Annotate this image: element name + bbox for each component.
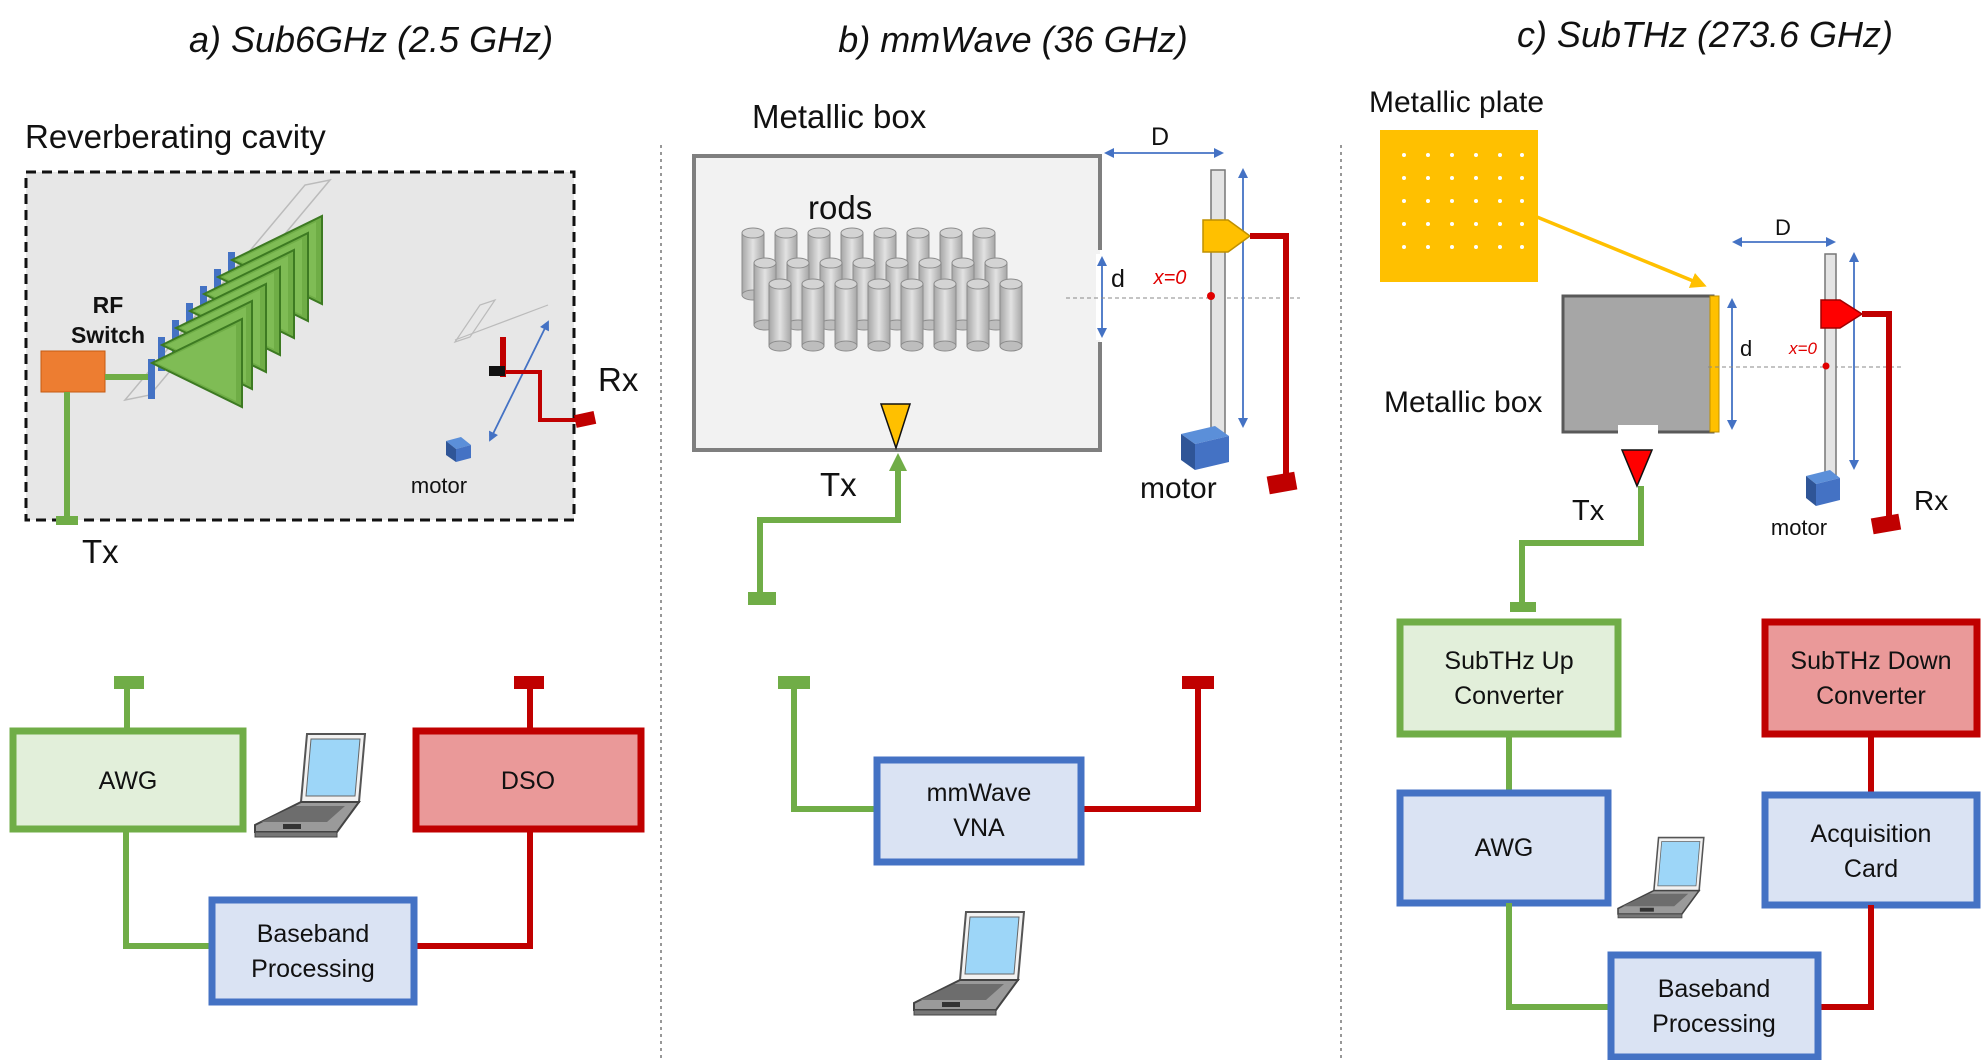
x0-label-c: x=0	[1788, 339, 1817, 358]
rx-rail-a	[453, 298, 597, 442]
dso-block-a	[412, 727, 645, 833]
rx-port-a	[573, 411, 597, 428]
x0-label-b: x=0	[1153, 267, 1187, 289]
tx-port-c	[1510, 602, 1536, 612]
D-label-c: D	[1775, 215, 1791, 240]
rx-port-c	[1870, 513, 1902, 535]
rf-switch-label-1: RF	[93, 292, 124, 318]
title-a: a) Sub6GHz (2.5 GHz)	[189, 19, 553, 60]
down-converter-block	[1761, 618, 1981, 738]
awg-label-a: AWG	[99, 767, 158, 795]
rx-antenna-b	[1202, 219, 1252, 253]
awg-block-c	[1396, 789, 1612, 907]
rx-port-b	[1266, 471, 1298, 495]
rx-antenna-c	[1820, 299, 1864, 329]
up-converter-block	[1396, 618, 1622, 738]
vna-block	[873, 756, 1085, 866]
antenna-array	[105, 178, 332, 408]
rx-label-c: Rx	[1914, 485, 1948, 516]
vna-label-1: mmWave	[927, 779, 1032, 807]
rail-b	[1210, 169, 1226, 435]
motor-label-c: motor	[1771, 515, 1827, 540]
awg-block-a	[9, 727, 247, 833]
panel-b: Metallic box rods d D x=0	[692, 98, 1300, 1016]
rods	[741, 227, 1023, 352]
tx-label-b: Tx	[820, 466, 857, 503]
tx-label-a: Tx	[82, 533, 119, 570]
baseband-label-a-2: Processing	[251, 955, 375, 983]
baseband-label-c-1: Baseband	[1658, 975, 1771, 1003]
acquisition-label-1: Acquisition	[1811, 820, 1932, 848]
motor-c	[1806, 470, 1840, 506]
title-b: b) mmWave (36 GHz)	[838, 19, 1187, 60]
acquisition-label-2: Card	[1844, 855, 1898, 883]
d-label-b: d	[1111, 265, 1125, 293]
title-c: c) SubTHz (273.6 GHz)	[1517, 14, 1893, 55]
up-converter-label-2: Converter	[1454, 682, 1564, 710]
metallic-box-label-c: Metallic box	[1384, 386, 1542, 419]
tx-port-b	[748, 592, 776, 605]
tx-feed-b	[757, 453, 907, 596]
panel-c: Metallic plate Metallic box d D	[1369, 86, 1981, 1060]
laptop-icon	[913, 911, 1025, 1016]
tx-antenna-c	[1620, 449, 1654, 488]
motor-label-b: motor	[1140, 472, 1217, 505]
tx-antenna-b	[879, 403, 912, 451]
baseband-label-a-1: Baseband	[257, 920, 370, 948]
rf-switch	[40, 350, 106, 393]
D-label-b: D	[1151, 123, 1169, 151]
laptop-icon	[254, 733, 366, 838]
rx-label-a: Rx	[598, 361, 639, 398]
rx-antenna-a	[500, 337, 506, 377]
metallic-box-label-b: Metallic box	[752, 98, 927, 135]
dso-label-a: DSO	[501, 767, 555, 795]
baseband-label-c-2: Processing	[1652, 1010, 1776, 1038]
metallic-plate-label: Metallic plate	[1369, 86, 1544, 119]
motor-a	[446, 437, 471, 462]
cavity-label: Reverberating cavity	[25, 118, 326, 155]
awg-label-c: AWG	[1475, 834, 1534, 862]
d-label-c: d	[1740, 336, 1752, 361]
baseband-block-c	[1607, 951, 1822, 1060]
metallic-box-c	[1561, 294, 1715, 434]
motor-label-a: motor	[411, 473, 467, 498]
rf-switch-label-2: Switch	[71, 322, 145, 348]
metallic-plate	[1380, 130, 1538, 282]
down-converter-label-1: SubTHz Down	[1790, 647, 1951, 675]
vna-label-2: VNA	[953, 814, 1005, 842]
down-converter-label-2: Converter	[1816, 682, 1926, 710]
plate-pointer	[1536, 215, 1707, 288]
motor-b	[1181, 426, 1229, 470]
rods-label: rods	[808, 189, 872, 226]
tx-feed-c	[1519, 486, 1644, 610]
tx-port-a	[56, 516, 78, 525]
acquisition-card-block	[1761, 791, 1981, 909]
plate-mount	[1709, 295, 1720, 433]
tx-label-c: Tx	[1572, 495, 1605, 527]
laptop-icon	[1617, 836, 1705, 919]
baseband-block-a	[208, 896, 418, 1006]
panel-a: Reverberating cavity RF Switch Tx	[9, 118, 645, 1006]
up-converter-label-1: SubTHz Up	[1444, 647, 1573, 675]
